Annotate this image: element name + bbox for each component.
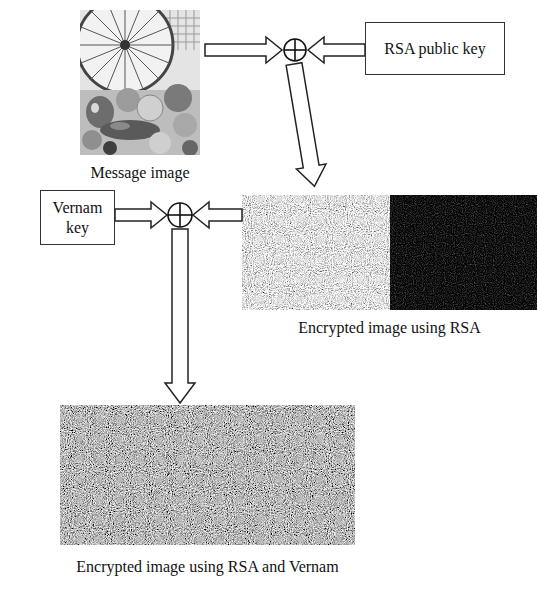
noise-picture: [242, 195, 390, 310]
key-box: Vernam key: [40, 190, 115, 245]
message-picture: [80, 10, 200, 155]
noise-picture: [60, 405, 355, 545]
image-caption: Message image: [0, 163, 360, 182]
message-image: Message image: [80, 10, 200, 155]
image-caption: Encrypted image using RSA and Vernam: [0, 557, 515, 576]
image-caption: Encrypted image using RSA: [82, 318, 537, 337]
block-arrow: [165, 229, 195, 403]
encrypted-image: Encrypted image using RSA and Vernam: [60, 405, 355, 545]
block-arrow: [205, 37, 282, 63]
block-arrow: [308, 37, 365, 63]
encrypted-image: Encrypted image using RSA: [242, 195, 537, 310]
xor-symbol: [168, 203, 192, 227]
block-arrow: [193, 202, 242, 228]
key-box: RSA public key: [365, 22, 505, 75]
block-arrow: [279, 62, 329, 189]
box-label: RSA public key: [384, 39, 485, 58]
xor-symbol: [284, 39, 306, 61]
dark-picture: [390, 195, 537, 310]
block-arrow: [115, 202, 167, 228]
box-label: Vernam key: [51, 198, 104, 236]
